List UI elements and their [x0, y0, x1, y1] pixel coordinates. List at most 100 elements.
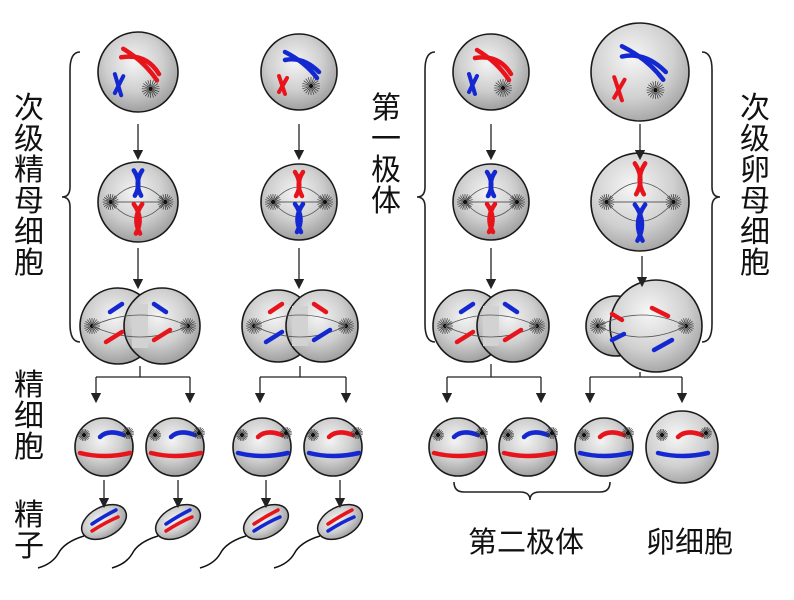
aster-ray — [86, 435, 90, 438]
aster-ray — [438, 437, 441, 441]
cell-membrane — [145, 417, 205, 477]
aster-ray — [538, 321, 544, 325]
aster-ray — [656, 91, 662, 98]
centriole — [152, 432, 158, 438]
aster-ray — [446, 319, 450, 325]
aster-ray — [519, 199, 525, 202]
centriole — [125, 430, 131, 436]
aster-ray — [552, 435, 555, 439]
aster-ray — [530, 321, 536, 325]
chromosome — [112, 74, 126, 96]
aster-ray — [599, 203, 605, 207]
aster-ray — [130, 433, 134, 436]
aster-ray — [311, 77, 315, 84]
aster-ray — [129, 434, 132, 439]
aster-ray — [236, 431, 241, 434]
metaphase-cell — [97, 161, 179, 243]
aster-ray — [656, 435, 660, 438]
aster-ray — [129, 434, 134, 437]
centrosome — [700, 427, 712, 439]
aster-ray — [307, 432, 311, 435]
aster-ray — [462, 194, 465, 200]
centriole — [435, 432, 441, 438]
aster-ray — [280, 434, 285, 437]
cell-membrane — [260, 33, 338, 111]
chromosome — [609, 331, 627, 343]
aster-ray — [467, 199, 473, 202]
aster-ray — [646, 90, 654, 94]
chromosome — [597, 430, 627, 440]
cleavage-fill — [132, 304, 148, 348]
label-char: 胞 — [14, 430, 44, 465]
aster-ray — [183, 327, 187, 333]
aster-ray — [707, 429, 712, 432]
aster-ray — [85, 431, 90, 434]
aster-ray — [305, 78, 310, 85]
aster-ray — [647, 84, 654, 89]
aster-ray — [189, 319, 193, 325]
aster-ray — [607, 203, 612, 209]
aster-ray — [707, 427, 710, 432]
aster-ray — [347, 321, 353, 325]
label-char: 胞 — [14, 246, 44, 281]
aster-ray — [478, 427, 481, 432]
aster-ray — [162, 204, 165, 210]
aster-ray — [534, 318, 537, 324]
chromosome — [472, 55, 514, 77]
aster-ray — [354, 435, 357, 439]
chromosome — [267, 301, 285, 315]
aster-ray — [494, 88, 501, 92]
aster-ray — [478, 434, 481, 439]
aster-ray — [599, 197, 605, 201]
aster-ray — [665, 199, 672, 202]
daughter-cell — [428, 417, 488, 477]
aster-ray — [670, 204, 674, 210]
aster-ray — [508, 429, 511, 433]
aster-ray — [622, 434, 627, 437]
aster-ray — [302, 82, 309, 86]
aster-ray — [325, 194, 328, 200]
aster-ray — [657, 91, 663, 96]
aster-ray — [460, 195, 464, 201]
centrosome — [546, 427, 558, 439]
aster-ray — [554, 433, 558, 436]
cells-layer — [37, 22, 719, 569]
aster-ray — [149, 436, 154, 439]
aster-ray — [243, 436, 248, 439]
aster-ray — [358, 434, 363, 437]
sperm-tail — [111, 535, 159, 569]
daughter-cell — [574, 417, 634, 477]
aster-ray — [439, 429, 442, 434]
aster-ray — [457, 199, 463, 202]
aster-ray — [519, 202, 525, 205]
chromosome — [148, 450, 204, 459]
aster-ray — [678, 326, 684, 329]
chromosome — [521, 430, 551, 440]
aster-ray — [580, 429, 583, 434]
label-second-polar-body: 第二极体 — [468, 525, 585, 559]
aster-ray — [112, 199, 119, 202]
aster-ray — [152, 437, 155, 441]
aster-ray — [249, 327, 253, 333]
aster-ray — [128, 427, 131, 431]
daughter-cell — [232, 417, 292, 477]
aster-ray — [504, 429, 507, 434]
aster-ray — [537, 318, 540, 324]
aster-ray — [607, 195, 612, 201]
aster-ray — [580, 436, 583, 441]
aster-ray — [529, 323, 535, 326]
aster-ray — [432, 436, 437, 439]
centriole — [514, 199, 520, 205]
aster-ray — [512, 203, 516, 209]
aster-ray — [313, 437, 316, 441]
aster-ray — [166, 195, 171, 201]
aster-ray — [625, 435, 628, 439]
aster-ray — [307, 431, 312, 434]
centriole — [703, 430, 709, 436]
aster-ray — [302, 86, 309, 90]
aster-ray — [529, 326, 535, 329]
metaphase-cell — [590, 152, 690, 252]
aster-ray — [157, 202, 164, 205]
aster-ray — [518, 203, 524, 207]
